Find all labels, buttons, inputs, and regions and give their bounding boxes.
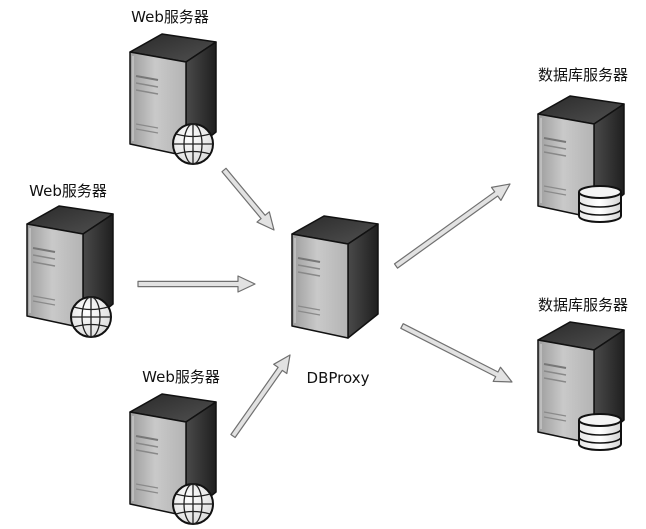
- web-server-top-label: Web服务器: [131, 8, 209, 26]
- globe-icon: [172, 123, 214, 165]
- database-icon: [578, 185, 622, 223]
- globe-icon: [70, 296, 112, 338]
- db-server-top-label: 数据库服务器: [538, 66, 628, 84]
- arrow-web-mid-to-proxy: [137, 275, 256, 293]
- server-icon: [291, 215, 379, 339]
- globe-icon: [172, 483, 214, 525]
- db-server-bottom: [537, 321, 625, 451]
- arrows-group: [137, 167, 513, 439]
- arrow-web-bottom-to-proxy: [230, 354, 291, 439]
- web-server-top: [129, 33, 217, 165]
- proxy-server: [291, 215, 379, 339]
- web-server-mid-label: Web服务器: [29, 182, 107, 200]
- arrow-web-top-to-proxy: [221, 167, 275, 231]
- proxy-label: DBProxy: [307, 369, 370, 387]
- arrow-proxy-to-db-top: [393, 183, 511, 269]
- db-server-bottom-label: 数据库服务器: [538, 296, 628, 314]
- web-server-mid: [26, 205, 114, 338]
- arrow-proxy-to-db-bottom: [400, 323, 513, 383]
- web-server-bottom: [129, 393, 217, 525]
- db-server-top: [537, 95, 625, 223]
- database-icon: [578, 413, 622, 451]
- web-server-bottom-label: Web服务器: [142, 368, 220, 386]
